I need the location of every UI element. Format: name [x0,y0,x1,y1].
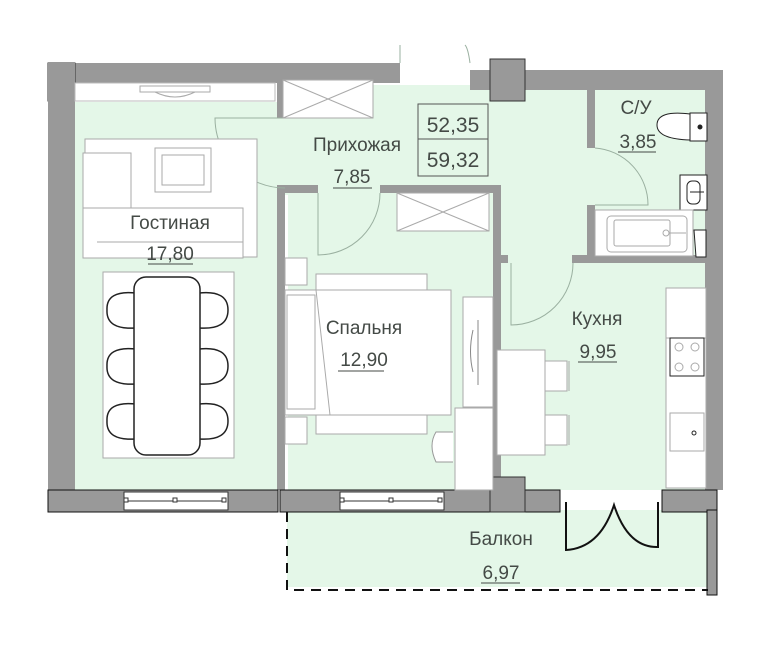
wall-hall-bed-left [280,185,318,193]
wall-bottom-right [661,489,718,513]
tv-stand [139,85,211,93]
column-bottom [489,476,526,513]
balcony-door [565,501,659,552]
desk-chair [431,431,453,463]
room-name-bedroom: Спальня [326,318,402,339]
nightstand-top [284,257,308,286]
room-name-balcony: Балкон [469,529,533,550]
room-name-hallway: Прихожая [313,135,401,156]
room-area-balcony: 6,97 [483,563,520,584]
kitchen-table [496,349,570,456]
kitchen-sink [669,412,705,452]
wardrobe-bedroom [396,192,490,232]
windows [74,63,470,511]
column-top [489,58,526,102]
sink [679,174,708,211]
door-kitchen [510,262,574,326]
door-bedroom [317,192,381,256]
bed [284,257,452,445]
bathtub [594,209,694,257]
wall-right [705,70,723,490]
sofa [82,138,258,259]
wall-bath-left-bottom [587,205,595,260]
desk [454,407,494,491]
dining-set [102,271,235,459]
room-area-kitchen: 9,95 [580,342,617,363]
wall-left [48,63,75,510]
balcony-dashed-edge [286,512,708,591]
living-area: 52,35 [427,114,480,137]
room-labels: Гостиная 17,80 Прихожая 7,85 С/У 3,85 Сп… [130,98,656,584]
wall-bed-kitchen [493,185,501,490]
dining-table [133,276,201,456]
wall-living-hall [277,83,285,118]
floor-balcony[interactable] [287,510,712,587]
wall-kitchen-top-left [493,255,508,263]
wall-hall-bed-right [380,185,500,193]
balcony [286,501,708,591]
wall-living-bed [277,185,285,490]
room-area-living: 17,80 [146,244,194,265]
wall-bath-left-top [587,88,595,148]
room-area-bathroom: 3,85 [620,132,657,153]
furniture [82,79,708,491]
wardrobe-hall [282,79,374,119]
total-area: 59,32 [427,149,480,172]
room-name-kitchen: Кухня [572,309,623,330]
tv-cabinet [462,296,494,408]
toilet [656,112,708,142]
stove [669,337,705,377]
room-area-bedroom: 12,90 [340,350,388,371]
chairs [106,291,229,440]
area-box: 52,35 59,32 [417,103,489,177]
wall-top-left [48,63,400,83]
nightstand-bottom [284,416,308,445]
boiler [693,229,707,258]
room-area-hallway: 7,85 [334,167,371,188]
room-name-bathroom: С/У [620,98,652,119]
wall-balcony-right [706,509,718,596]
room-name-living: Гостиная [130,213,210,234]
door-bathroom [594,147,649,206]
wall-bath-bottom [572,255,707,263]
wall-top-right [470,70,723,90]
door-entrance [399,44,471,64]
kitchen-counter [665,287,707,489]
entrance-gap [400,63,470,85]
